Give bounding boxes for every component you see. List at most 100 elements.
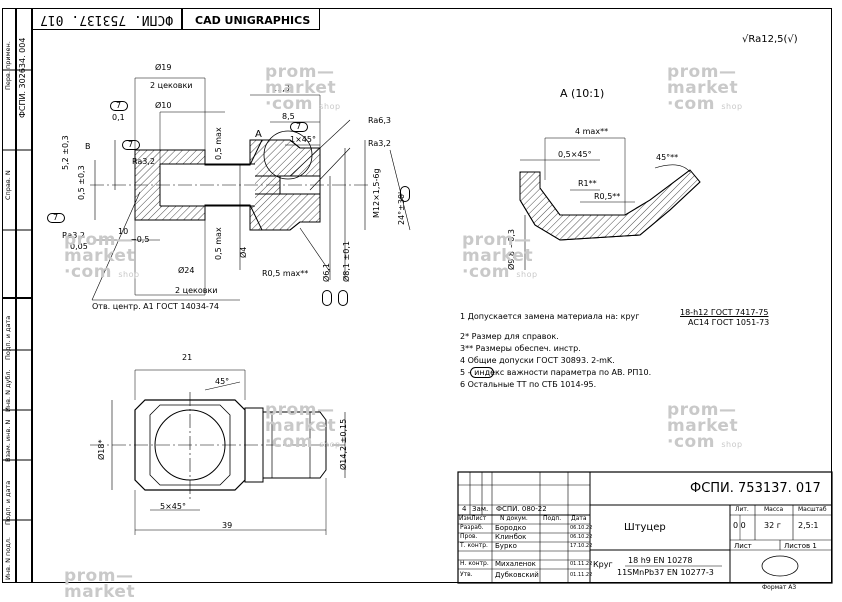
a-r1: R1**	[578, 179, 597, 188]
note-3: 3** Размеры обеспеч. инстр.	[460, 344, 581, 353]
dim-d18: Ø18*	[97, 439, 106, 460]
person-role-2: Т. контр.	[460, 542, 488, 549]
title-block-lines	[457, 471, 833, 584]
lit-value: 0 0	[733, 521, 746, 530]
dim-l85: 8,5	[282, 112, 295, 121]
par005: 0,05	[70, 242, 88, 251]
head-izm: Изм.	[459, 515, 474, 522]
material-prefix: Круг	[593, 560, 613, 569]
mass-value: 32 г	[764, 521, 781, 530]
person-date-0: 06.10.22	[570, 525, 593, 531]
surface-finish-icon: √	[742, 34, 749, 45]
note-1-frac-bottom: AC14 ГОСТ 1051-73	[688, 318, 770, 327]
mark-7-a	[110, 101, 128, 111]
mark-8-c	[400, 186, 410, 202]
head-list: Лист	[471, 515, 487, 522]
title-part-name: Штуцер	[624, 522, 666, 533]
person-name-4: Михаленок	[495, 560, 536, 568]
dim-r05max: R0,5 max**	[262, 269, 309, 278]
dim-cekovki-top: 2 цековки	[150, 81, 193, 90]
person-date-2: 17.10.22	[570, 543, 593, 549]
rev-zam: Зам.	[472, 505, 489, 513]
person-name-2: Бурко	[495, 542, 517, 550]
person-date-5: 01.11.22	[570, 572, 593, 578]
watermark-5: prom—market·com shop	[265, 400, 341, 452]
front-view	[90, 369, 346, 535]
a-4max: 4 max**	[575, 127, 609, 136]
person-role-5: Утв.	[460, 571, 473, 578]
mark-7-d	[47, 213, 65, 223]
person-role-1: Пров.	[460, 533, 478, 540]
mark-7-d-text: 7	[53, 213, 59, 222]
dim-l113: 11,3	[272, 84, 290, 93]
watermark-3: prom—market·com shop	[64, 230, 140, 282]
sheets-label: Листов 1	[784, 542, 817, 550]
left-strip-top-b	[16, 8, 32, 298]
dim-d19: Ø19	[155, 63, 172, 72]
cad-label-box	[182, 8, 320, 30]
mass-label: Масса	[764, 506, 784, 513]
person-role-0: Разраб.	[460, 524, 484, 531]
dim-05max-b: 0,5 max	[214, 227, 223, 260]
mark-8-a	[322, 290, 332, 306]
dim-cekovki-bot: 2 цековки	[175, 286, 218, 295]
rev-doc: ФСПИ. 080-22	[496, 505, 547, 513]
person-date-1: 06.10.22	[570, 534, 593, 540]
dim-d4: Ø4	[239, 246, 248, 258]
left-strip-bottom-b	[2, 298, 16, 583]
datum-b: B	[85, 142, 91, 151]
dim-d105: 0,5 ±0,3	[77, 165, 86, 200]
left-strip-top	[2, 8, 16, 298]
person-name-0: Бородко	[495, 524, 527, 532]
mark-7-c-text: 7	[128, 140, 134, 149]
section-view	[90, 77, 411, 301]
surface-finish-value: Ra12,5	[748, 34, 784, 45]
note-5: 5 – индекс важности параметра по АВ. РП1…	[460, 368, 652, 377]
title-doc-code: ФСПИ. 753137. 017	[690, 481, 821, 496]
person-date-4: 01.11.22	[570, 561, 593, 567]
head-date: Дата	[571, 515, 587, 522]
material-top: 18 h9 EN 10278	[628, 556, 693, 565]
mark-8-b	[338, 290, 348, 306]
person-role-4: Н. контр.	[460, 560, 489, 567]
note-1-frac-top: 18-h12 ГОСТ 7417-75	[680, 308, 769, 317]
material-bottom: 11SMnPb37 EN 10277-3	[617, 568, 714, 577]
watermark-6: prom—market·com shop	[667, 400, 743, 452]
dim-l10: 10	[118, 227, 129, 236]
dim-d24: Ø24	[178, 266, 195, 275]
watermark-1: prom—market·com shop	[265, 62, 341, 114]
lit-label: Лит.	[735, 506, 749, 513]
watermark-2: prom—market·com shop	[667, 62, 743, 114]
a-chamfer: 0,5×45°	[558, 150, 592, 159]
dim-ang45: 45°	[215, 377, 230, 386]
a-45: 45°**	[656, 153, 679, 162]
dim-05max-a: 0,5 max	[214, 127, 223, 160]
format-label: Формат А3	[762, 584, 797, 591]
note-otv-center: Отв. центр. A1 ГОСТ 14034-74	[92, 302, 219, 311]
view-a-title: A (10:1)	[560, 87, 605, 100]
dim-d142: Ø14,2 ±0,15	[339, 418, 348, 470]
a-r05: R0,5**	[594, 192, 621, 201]
note-6: 6 Остальные ТТ по СТБ 1014-95.	[460, 380, 597, 389]
detail-a-view	[519, 137, 701, 270]
ra32-c: Ra3,2	[62, 231, 86, 240]
watermark-4: prom—market·com shop	[462, 230, 538, 282]
ra32-a: Ra3,2	[132, 157, 156, 166]
dim-m12: M12×1,5-6g	[372, 168, 381, 218]
dim-d61: Ø6,1	[322, 262, 331, 282]
dim-l21: 21	[182, 353, 193, 362]
dim-l39: 39	[222, 521, 233, 530]
ra32-b: Ra3,2	[368, 139, 392, 148]
mark-7-b-text: 7	[296, 122, 302, 131]
mark-7-c	[122, 140, 140, 150]
left-strip-bottom	[16, 298, 32, 583]
mark-7-a-text: 7	[116, 101, 122, 110]
sheet-label: Лист	[734, 542, 752, 550]
scale-label: Масштаб	[798, 506, 827, 513]
ra63: Ra6,3	[368, 116, 392, 125]
mark-7-b	[290, 122, 308, 132]
note-1: 1 Допускается замена материала на: круг	[460, 312, 640, 321]
section-a-label: A	[255, 129, 262, 140]
